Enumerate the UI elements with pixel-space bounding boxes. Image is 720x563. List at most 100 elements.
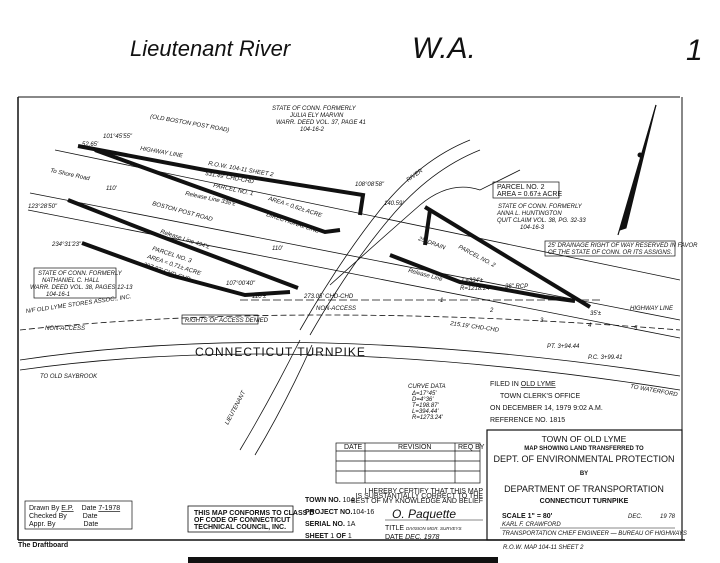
- svg-text:KARL F. CRAWFORD: KARL F. CRAWFORD: [502, 522, 561, 528]
- label-angle-5: 107°00'40": [226, 281, 256, 287]
- label-boston-post-road: BOSTON POST ROAD: [151, 201, 213, 223]
- svg-text:DEC.: DEC.: [628, 514, 642, 520]
- revision-header-revision: REVISION: [398, 444, 431, 451]
- owner-2-line: QUIT CLAIM VOL. 38, PG. 32-33: [497, 218, 586, 224]
- label-drain: 25' DRAIN: [416, 236, 446, 252]
- label-to-shore-road: To Shore Road: [50, 168, 91, 182]
- label-turnpike: CONNECTICUT TURNPIKE: [195, 345, 366, 359]
- scan-edge-bar: [188, 557, 498, 563]
- label-rcp: 36" RCP: [505, 284, 528, 290]
- handwritten-title: Lieutenant River: [130, 36, 292, 61]
- svg-text:R.O.W. MAP 104-11 SHEET 2: R.O.W. MAP 104-11 SHEET 2: [503, 545, 584, 551]
- svg-text:TECHNICAL COUNCIL, INC.: TECHNICAL COUNCIL, INC.: [194, 524, 286, 531]
- river: [239, 139, 521, 456]
- label-angle-3: 234°31'23": [51, 242, 82, 248]
- title-block: TOWN OF OLD LYME MAP SHOWING LAND TRANSF…: [486, 429, 687, 551]
- owner-1-line: STATE OF CONN. FORMERLY: [272, 106, 357, 112]
- station-label: 2: [489, 308, 494, 314]
- svg-text:D=4°36': D=4°36': [412, 397, 434, 403]
- svg-text:TOWN OF OLD LYME: TOWN OF OLD LYME: [542, 434, 627, 444]
- parcel-2-box-title: PARCEL NO. 2: [497, 184, 545, 191]
- revision-header-req-by: REQ BY: [458, 444, 485, 451]
- station-label: 5: [634, 326, 638, 332]
- svg-text:TITLE DIVISION MGR. SURVEYS: TITLE DIVISION MGR. SURVEYS: [385, 525, 461, 532]
- label-dist-140: 140.59': [384, 201, 404, 207]
- revision-table: [335, 442, 481, 484]
- drainage-note-line: 25' DRAINAGE RIGHT OF WAY RESERVED IN FA…: [547, 243, 698, 249]
- label-to-old-saybrook: TO OLD SAYBROOK: [40, 374, 98, 380]
- owner-2-line: STATE OF CONN. FORMERLY: [498, 204, 583, 210]
- svg-text:R=1273.24': R=1273.24': [412, 415, 444, 421]
- handwritten-page-number: 1: [686, 34, 703, 67]
- svg-text:BY: BY: [580, 471, 588, 477]
- handwritten-initials: W.A.: [412, 32, 476, 65]
- label-river: RIVER: [406, 168, 425, 184]
- revision-header-date: DATE: [344, 444, 362, 451]
- conformance-note: THIS MAP CONFORMS TO CLASS D OF CODE OF …: [187, 505, 314, 533]
- label-station-pc: P.C. 3+99.41: [588, 355, 622, 361]
- svg-text:DEPT. OF ENVIRONMENTAL PROTECT: DEPT. OF ENVIRONMENTAL PROTECTION: [493, 454, 674, 464]
- footer-brand: The Draftboard: [18, 542, 68, 549]
- svg-text:OF CODE OF CONNECTICUT: OF CODE OF CONNECTICUT: [194, 517, 291, 524]
- svg-text:DEPARTMENT OF TRANSPORTATION: DEPARTMENT OF TRANSPORTATION: [504, 484, 664, 494]
- label-dist-273: 273.05' CHD-CHD: [303, 294, 354, 300]
- label-curve-r: R=1218.24': [460, 286, 492, 292]
- label-lieutenant: LIEUTENANT: [224, 389, 247, 426]
- owner-1-line: 104-16-2: [300, 127, 325, 133]
- svg-text:REFERENCE NO. 1815: REFERENCE NO. 1815: [490, 417, 565, 424]
- north-arrow-icon: [617, 104, 657, 236]
- label-angle-4: 108°08'58": [355, 182, 385, 188]
- svg-text:SCALE 1" = 80': SCALE 1" = 80': [502, 513, 553, 520]
- curve-data: CURVE DATA Δ=17°45' D=4°36' T=198.87' L=…: [408, 384, 446, 421]
- owner-1-line: JULIA ELY MARVIN: [289, 113, 344, 119]
- label-dist-110b: 110'±: [252, 294, 267, 300]
- owner-2-line: ANNA L. HUNTINGTON: [496, 211, 562, 217]
- station-label: 3: [540, 318, 544, 324]
- label-old-boston-post-road: (OLD BOSTON POST ROAD): [150, 114, 230, 134]
- svg-text:TOWN NO. 104: TOWN NO. 104: [305, 497, 354, 504]
- label-angle-1: 101°45'55": [103, 134, 133, 140]
- label-non-access: NON-ACCESS: [45, 326, 85, 332]
- owner-3-line: 104-16-1: [46, 292, 70, 298]
- owner-3-line: STATE OF CONN. FORMERLY: [38, 271, 123, 277]
- svg-text:TOWN CLERK'S OFFICE: TOWN CLERK'S OFFICE: [500, 393, 580, 400]
- svg-text:BEST OF MY KNOWLEDGE AND BELIE: BEST OF MY KNOWLEDGE AND BELIEF: [351, 498, 483, 505]
- svg-text:FILED IN OLD LYME: FILED IN OLD LYME: [490, 381, 556, 388]
- label-non-access-b: NON-ACCESS: [316, 306, 356, 312]
- label-highway-line-b: HIGHWAY LINE: [630, 306, 674, 312]
- station-label: 4: [588, 323, 592, 329]
- svg-text:SERIAL NO. 1A: SERIAL NO. 1A: [305, 521, 356, 528]
- project-info: TOWN NO. 104 PROJECT NO.104-16 SERIAL NO…: [305, 497, 374, 540]
- svg-text:T=198.87': T=198.87': [412, 403, 440, 409]
- station-label: 1: [440, 298, 443, 304]
- label-dist-215: 215.19' CHD-CHD: [449, 321, 500, 334]
- svg-text:ON DECEMBER 14, 1979 9:02 A.M: ON DECEMBER 14, 1979 9:02 A.M.: [490, 405, 603, 412]
- svg-text:PROJECT NO.104-16: PROJECT NO.104-16: [305, 509, 374, 516]
- parcel-2-box-area: AREA = 0.67± ACRE: [497, 191, 562, 198]
- svg-text:DATE DEC. 1978: DATE DEC. 1978: [385, 534, 439, 541]
- svg-text:Δ=17°45': Δ=17°45': [411, 391, 437, 397]
- certification: I HEREBY CERTIFY THAT THIS MAP IS SUBSTA…: [351, 488, 483, 541]
- svg-text:TRANSPORTATION CHIEF ENGINEER: TRANSPORTATION CHIEF ENGINEER — BUREAU O…: [502, 531, 687, 537]
- label-curve-l: L=334'±: [462, 278, 484, 284]
- parcel-boundaries: [67, 144, 592, 309]
- svg-text:CONNECTICUT TURNPIKE: CONNECTICUT TURNPIKE: [540, 498, 629, 505]
- label-rights-denied: RIGHTS OF ACCESS DENIED: [185, 318, 269, 324]
- svg-text:THIS MAP CONFORMS TO CLASS D: THIS MAP CONFORMS TO CLASS D: [194, 510, 314, 517]
- label-boxes: [33, 181, 676, 325]
- label-angle-2: 123°28'50": [28, 204, 58, 210]
- svg-text:I HEREBY CERTIFY THAT THIS MAP: I HEREBY CERTIFY THAT THIS MAP: [364, 488, 483, 495]
- label-dist-52: 52.65': [82, 142, 99, 148]
- svg-text:MAP SHOWING LAND TRANSFERRED T: MAP SHOWING LAND TRANSFERRED TO: [524, 446, 644, 452]
- owner-3-line: NATHANIEL C. HALL: [42, 278, 99, 284]
- svg-text:CURVE DATA: CURVE DATA: [408, 384, 446, 390]
- svg-text:O. Paquette: O. Paquette: [392, 507, 456, 521]
- label-width-110-b: 110': [272, 246, 284, 252]
- svg-text:Drawn By E.P. Date 7-1978: Drawn By E.P. Date 7-1978: [29, 505, 120, 512]
- drainage-note-line: OF THE STATE OF CONN. OR ITS ASSIGNS.: [548, 250, 672, 256]
- owner-1-line: WARR. DEED VOL. 37, PAGE 41: [276, 120, 366, 126]
- filing-info: FILED IN OLD LYME TOWN CLERK'S OFFICE ON…: [490, 381, 603, 424]
